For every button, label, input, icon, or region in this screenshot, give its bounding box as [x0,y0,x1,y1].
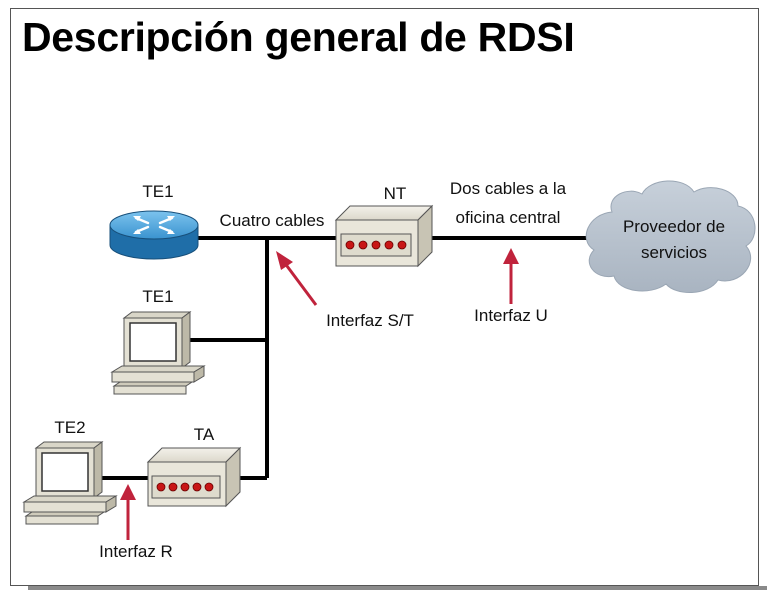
bottom-rule [28,586,767,590]
slide-frame [10,8,759,586]
arrow-icon [120,484,136,540]
label-interface-st: Interfaz S/T [326,311,414,330]
router-icon [109,210,199,260]
cloud-icon [585,180,756,294]
terminal-adapter-device [146,446,242,508]
label-two-wires-line2: oficina central [456,208,561,227]
computer-icon [110,311,206,395]
cables [102,236,590,480]
network-terminal-device [334,204,434,268]
arrow-icon [276,251,318,306]
label-interface-u: Interfaz U [474,306,548,325]
slide-title: Descripción general de RDSI [22,14,575,60]
cloud-label-line2: servicios [641,243,707,262]
label-ta: TA [194,425,215,444]
label-te1-pc: TE1 [142,287,173,306]
label-four-wires: Cuatro cables [220,211,325,230]
label-interface-r: Interfaz R [99,542,173,561]
label-te1-router: TE1 [142,182,173,201]
computer-icon [22,441,118,525]
label-te2-pc: TE2 [54,418,85,437]
arrow-icon [503,248,519,304]
label-two-wires-line1: Dos cables a la [450,179,567,198]
cloud-label-line1: Proveedor de [623,217,725,236]
label-nt: NT [384,184,407,203]
